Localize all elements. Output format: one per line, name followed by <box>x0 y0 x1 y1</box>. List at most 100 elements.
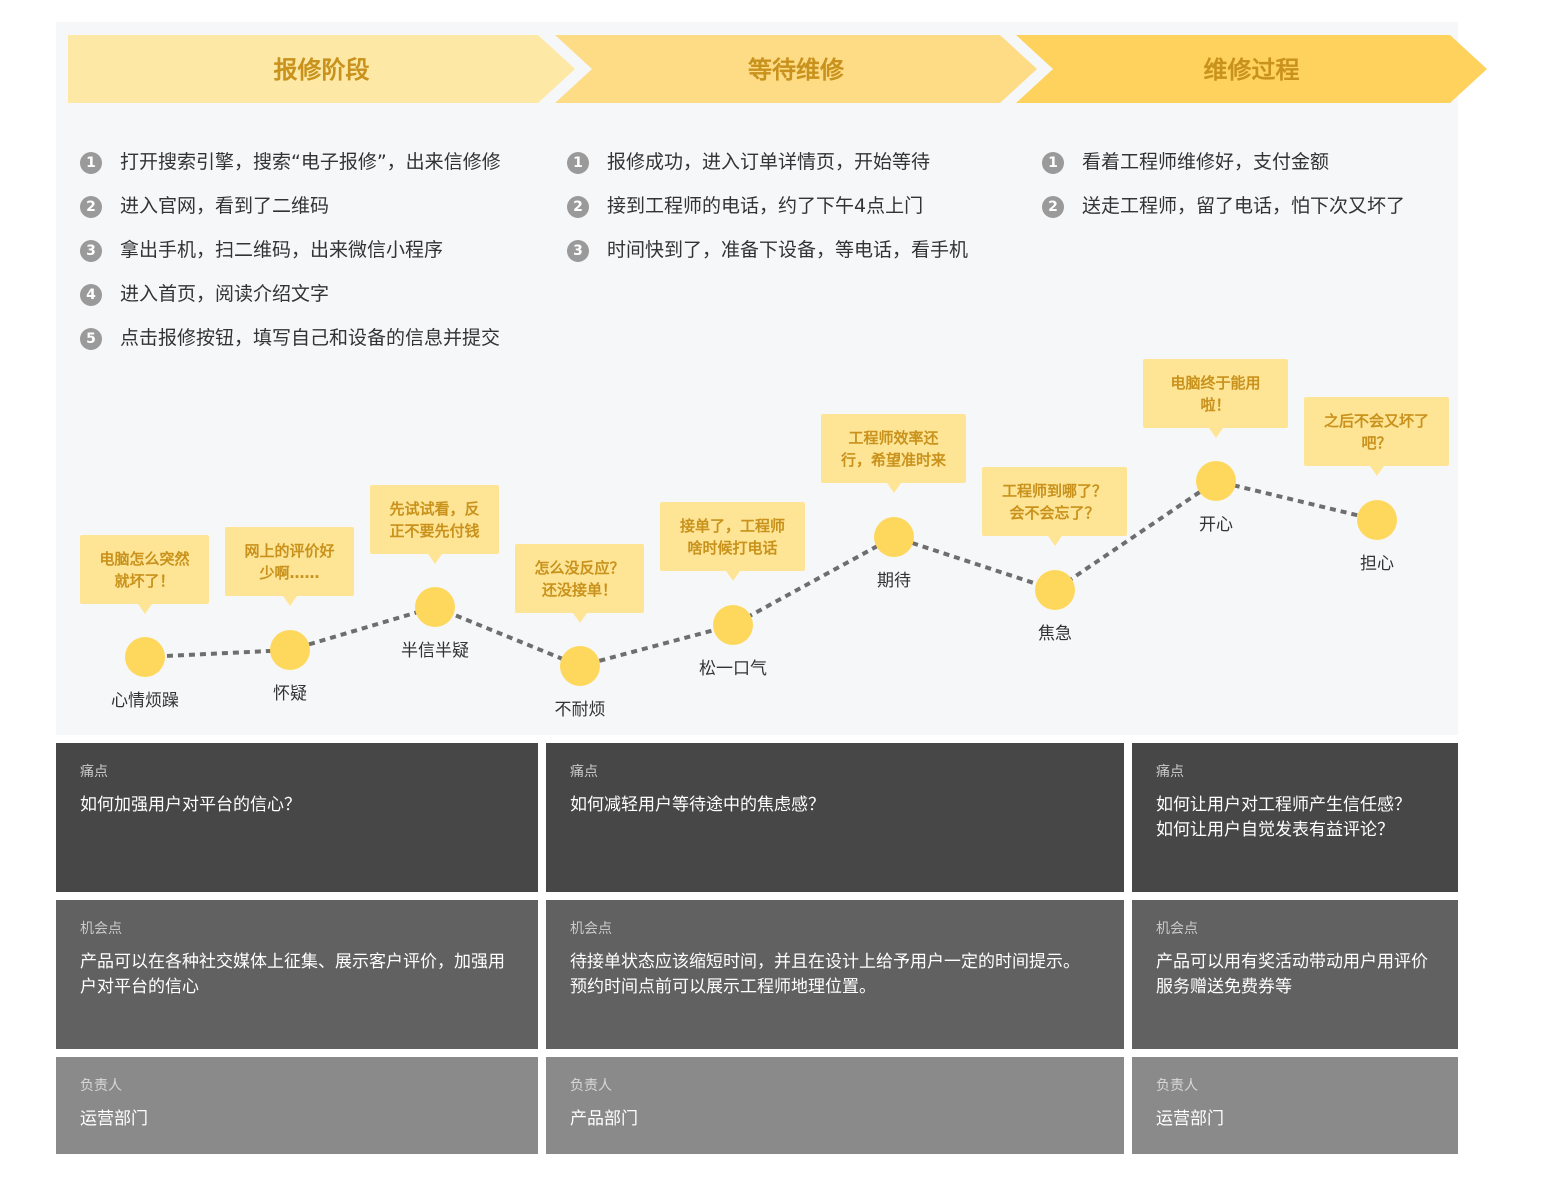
mood-label: 不耐烦 <box>554 700 606 720</box>
mood-point <box>125 637 165 677</box>
cell-text: 产品可以在各种社交媒体上征集、展示客户评价，加强用户对平台的信心 <box>80 952 505 997</box>
emotion-curve <box>144 478 1378 669</box>
thought-bubble: 电脑怎么突然 就坏了！ <box>80 535 209 614</box>
cell-text: 如何加强用户对平台的信心？ <box>80 795 301 815</box>
thought-bubble: 先试试看，反 正不要先付钱 <box>370 485 499 564</box>
row-caption: 机会点 <box>570 921 612 937</box>
step-text: 进入首页，阅读介绍文字 <box>120 283 330 305</box>
stage-title-3: 维修过程 <box>1203 56 1300 84</box>
step-number: 2 <box>1042 196 1064 218</box>
thought-text: 接单了，工程师 啥时候打电话 <box>679 516 785 557</box>
mood-point <box>270 630 310 670</box>
mood-label: 担心 <box>1360 554 1394 574</box>
row-caption: 痛点 <box>80 764 108 780</box>
step-item: 2 进入官网，看到了二维码 <box>80 192 329 220</box>
step-text: 拿出手机，扫二维码，出来微信小程序 <box>120 239 444 261</box>
thought-bubble: 工程师效率还 行，希望准时来 <box>821 414 966 493</box>
opportunity-cell: 机会点 产品可以在各种社交媒体上征集、展示客户评价，加强用户对平台的信心 <box>56 900 538 1049</box>
step-text: 时间快到了，准备下设备，等电话，看手机 <box>607 239 969 261</box>
thought-bubble: 接单了，工程师 啥时候打电话 <box>660 502 805 581</box>
step-text: 点击报修按钮，填写自己和设备的信息并提交 <box>120 327 501 349</box>
cell-text: 如何让用户对工程师产生信任感？ 如何让用户自觉发表有益评论？ <box>1156 795 1411 840</box>
step-number: 1 <box>1042 152 1064 174</box>
cell-text: 运营部门 <box>80 1109 148 1129</box>
owner-cell: 负责人 产品部门 <box>546 1057 1124 1154</box>
mood-point <box>1196 461 1236 501</box>
step-number: 4 <box>80 284 102 306</box>
thought-bubble: 电脑终于能用 啦！ <box>1143 359 1288 438</box>
mood-point <box>874 517 914 557</box>
stage-title-1: 报修阶段 <box>273 56 370 84</box>
opportunity-cell: 机会点 产品可以用有奖活动带动用户用评价服务赠送免费券等 <box>1132 900 1458 1049</box>
row-caption: 负责人 <box>1156 1078 1198 1094</box>
stage-title-2: 等待维修 <box>748 56 844 84</box>
thought-text: 工程师到哪了？ 会不会忘了？ <box>1001 481 1107 522</box>
step-number: 2 <box>567 196 589 218</box>
stage-arrow-3 <box>1016 35 1487 103</box>
mood-point <box>560 646 600 686</box>
step-number: 3 <box>80 240 102 262</box>
thought-text: 先试试看，反 正不要先付钱 <box>389 499 480 540</box>
step-item: 2 送走工程师，留了电话，怕下次又坏了 <box>1042 192 1405 220</box>
step-text: 接到工程师的电话，约了下午4点上门 <box>607 195 924 217</box>
cell-text: 待接单状态应该缩短时间，并且在设计上给予用户一定的时间提示。 预约时间点前可以展… <box>570 952 1080 997</box>
mood-label: 开心 <box>1199 515 1233 535</box>
owner-cell: 负责人 运营部门 <box>1132 1057 1458 1154</box>
mood-point <box>713 605 753 645</box>
step-text: 送走工程师，留了电话，怕下次又坏了 <box>1082 195 1406 217</box>
pain-point-cell: 痛点 如何加强用户对平台的信心？ <box>56 743 538 892</box>
mood-point <box>415 587 455 627</box>
thought-text: 之后不会又坏了 吧？ <box>1323 411 1429 452</box>
step-number: 1 <box>80 152 102 174</box>
mood-label: 期待 <box>877 571 911 591</box>
row-caption: 负责人 <box>570 1078 612 1094</box>
thought-text: 工程师效率还 行，希望准时来 <box>840 428 946 469</box>
pain-point-cell: 痛点 如何减轻用户等待途中的焦虑感？ <box>546 743 1124 892</box>
step-number: 1 <box>567 152 589 174</box>
thought-bubble: 之后不会又坏了 吧？ <box>1304 397 1449 476</box>
step-number: 5 <box>80 328 102 350</box>
cell-text: 产品部门 <box>570 1109 638 1129</box>
mood-label: 半信半疑 <box>401 641 469 661</box>
thought-text: 电脑终于能用 啦！ <box>1170 373 1261 414</box>
step-item: 3 时间快到了，准备下设备，等电话，看手机 <box>567 236 968 264</box>
mood-label: 心情烦躁 <box>111 691 179 711</box>
cell-text: 产品可以用有奖活动带动用户用评价服务赠送免费券等 <box>1156 952 1428 997</box>
step-item: 2 接到工程师的电话，约了下午4点上门 <box>567 192 923 220</box>
opportunity-cell: 机会点 待接单状态应该缩短时间，并且在设计上给予用户一定的时间提示。 预约时间点… <box>546 900 1124 1049</box>
row-caption: 痛点 <box>1156 764 1184 780</box>
cell-text: 运营部门 <box>1156 1109 1224 1129</box>
thought-text: 怎么没反应？ 还没接单！ <box>534 558 625 599</box>
row-caption: 机会点 <box>80 921 122 937</box>
stage-arrow-2 <box>555 35 1037 103</box>
thought-bubble: 工程师到哪了？ 会不会忘了？ <box>982 467 1127 546</box>
pain-point-cell: 痛点 如何让用户对工程师产生信任感？ 如何让用户自觉发表有益评论？ <box>1132 743 1458 892</box>
emotion-points <box>125 461 1397 686</box>
owner-cell: 负责人 运营部门 <box>56 1057 538 1154</box>
stage-arrow-1 <box>68 35 575 103</box>
step-text: 看着工程师维修好，支付金额 <box>1082 151 1330 173</box>
row-caption: 痛点 <box>570 764 598 780</box>
step-text: 进入官网，看到了二维码 <box>120 195 330 217</box>
thought-bubble: 怎么没反应？ 还没接单！ <box>515 544 644 623</box>
thought-text: 电脑怎么突然 就坏了！ <box>99 549 190 590</box>
step-number: 3 <box>567 240 589 262</box>
step-item: 3 拿出手机，扫二维码，出来微信小程序 <box>80 236 443 264</box>
step-text: 打开搜索引擎，搜索“电子报修”，出来信修修 <box>120 151 501 173</box>
step-item: 1 报修成功，进入订单详情页，开始等待 <box>567 148 930 176</box>
mood-point <box>1035 570 1075 610</box>
thought-text: 网上的评价好 少啊…… <box>244 541 335 582</box>
thought-bubble: 网上的评价好 少啊…… <box>225 527 354 606</box>
row-caption: 负责人 <box>80 1078 122 1094</box>
mood-label: 怀疑 <box>273 684 307 704</box>
mood-label: 焦急 <box>1038 624 1072 644</box>
mood-label: 松一口气 <box>699 659 767 679</box>
step-text: 报修成功，进入订单详情页，开始等待 <box>607 151 931 173</box>
mood-point <box>1357 500 1397 540</box>
row-caption: 机会点 <box>1156 921 1198 937</box>
step-number: 2 <box>80 196 102 218</box>
step-item: 1 看着工程师维修好，支付金额 <box>1042 148 1329 176</box>
step-item: 4 进入首页，阅读介绍文字 <box>80 280 329 308</box>
step-item: 5 点击报修按钮，填写自己和设备的信息并提交 <box>80 324 500 352</box>
